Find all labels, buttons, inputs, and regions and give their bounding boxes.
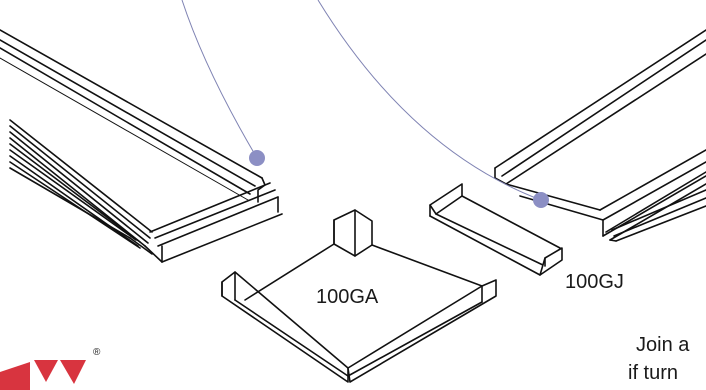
- brand-logo: [0, 360, 86, 390]
- label-100ga: 100GA: [316, 286, 379, 308]
- registered-mark: ®: [93, 347, 101, 358]
- right-trunking-section: [494, 29, 706, 242]
- label-100gj: 100GJ: [565, 271, 624, 293]
- left-trunking-section: [0, 29, 283, 263]
- pointer-left: [181, 0, 265, 166]
- note-line-1: Join a: [636, 334, 690, 356]
- pointer-right: [317, 0, 549, 208]
- corner-piece-100ga: [221, 209, 497, 383]
- joint-piece-100gj: [429, 183, 563, 276]
- note-line-2: if turn: [628, 362, 679, 384]
